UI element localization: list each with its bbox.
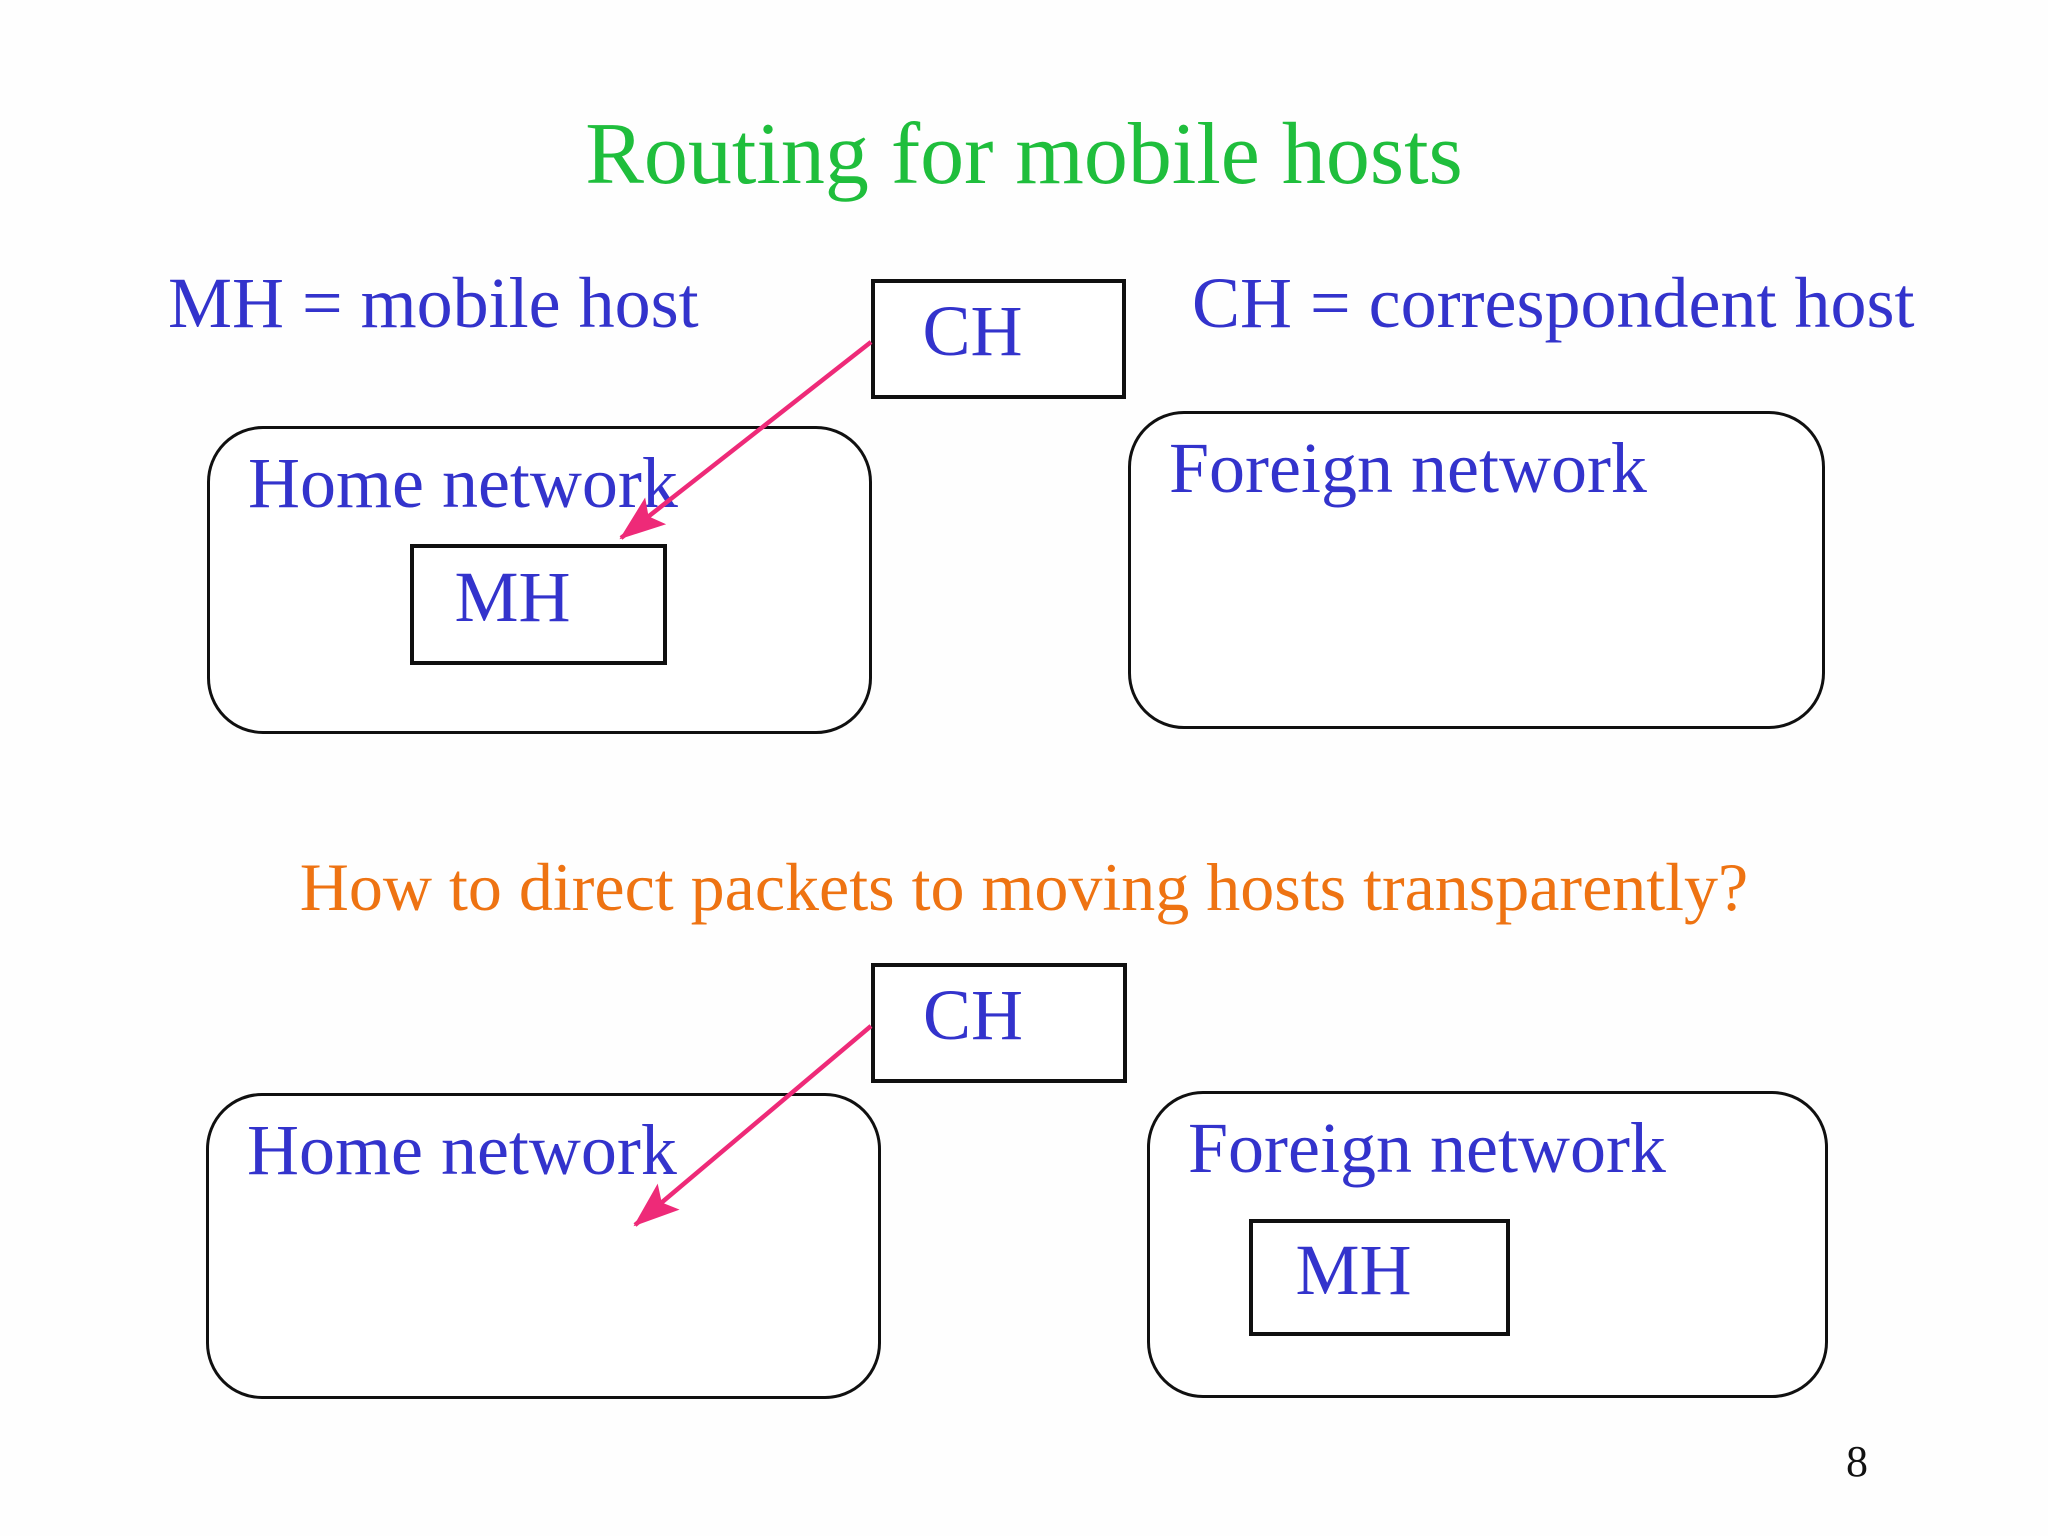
correspondent-host-box-top: CH <box>871 279 1126 399</box>
home-network-label-top: Home network <box>248 443 678 523</box>
foreign-network-label-bottom: Foreign network <box>1188 1108 1666 1188</box>
slide-title: Routing for mobile hosts <box>585 106 1463 203</box>
foreign-network-label-top: Foreign network <box>1169 428 1647 508</box>
legend-mobile-host: MH = mobile host <box>168 263 699 343</box>
correspondent-host-box-bottom: CH <box>871 963 1127 1083</box>
foreign-network-box-top: Foreign network <box>1128 411 1825 729</box>
correspondent-host-label-top: CH <box>922 291 1023 371</box>
correspondent-host-label-bottom: CH <box>922 975 1024 1055</box>
mobile-host-box-bottom: MH <box>1249 1219 1510 1336</box>
question-text: How to direct packets to moving hosts tr… <box>299 849 1749 925</box>
legend-correspondent-host: CH = correspondent host <box>1192 263 1915 343</box>
home-network-label-bottom: Home network <box>247 1110 677 1190</box>
page-number: 8 <box>1846 1437 1868 1486</box>
home-network-box-bottom: Home network <box>206 1093 881 1399</box>
mobile-host-label-top: MH <box>454 556 571 637</box>
mobile-host-label-bottom: MH <box>1295 1229 1412 1310</box>
mobile-host-box-top: MH <box>410 544 667 665</box>
